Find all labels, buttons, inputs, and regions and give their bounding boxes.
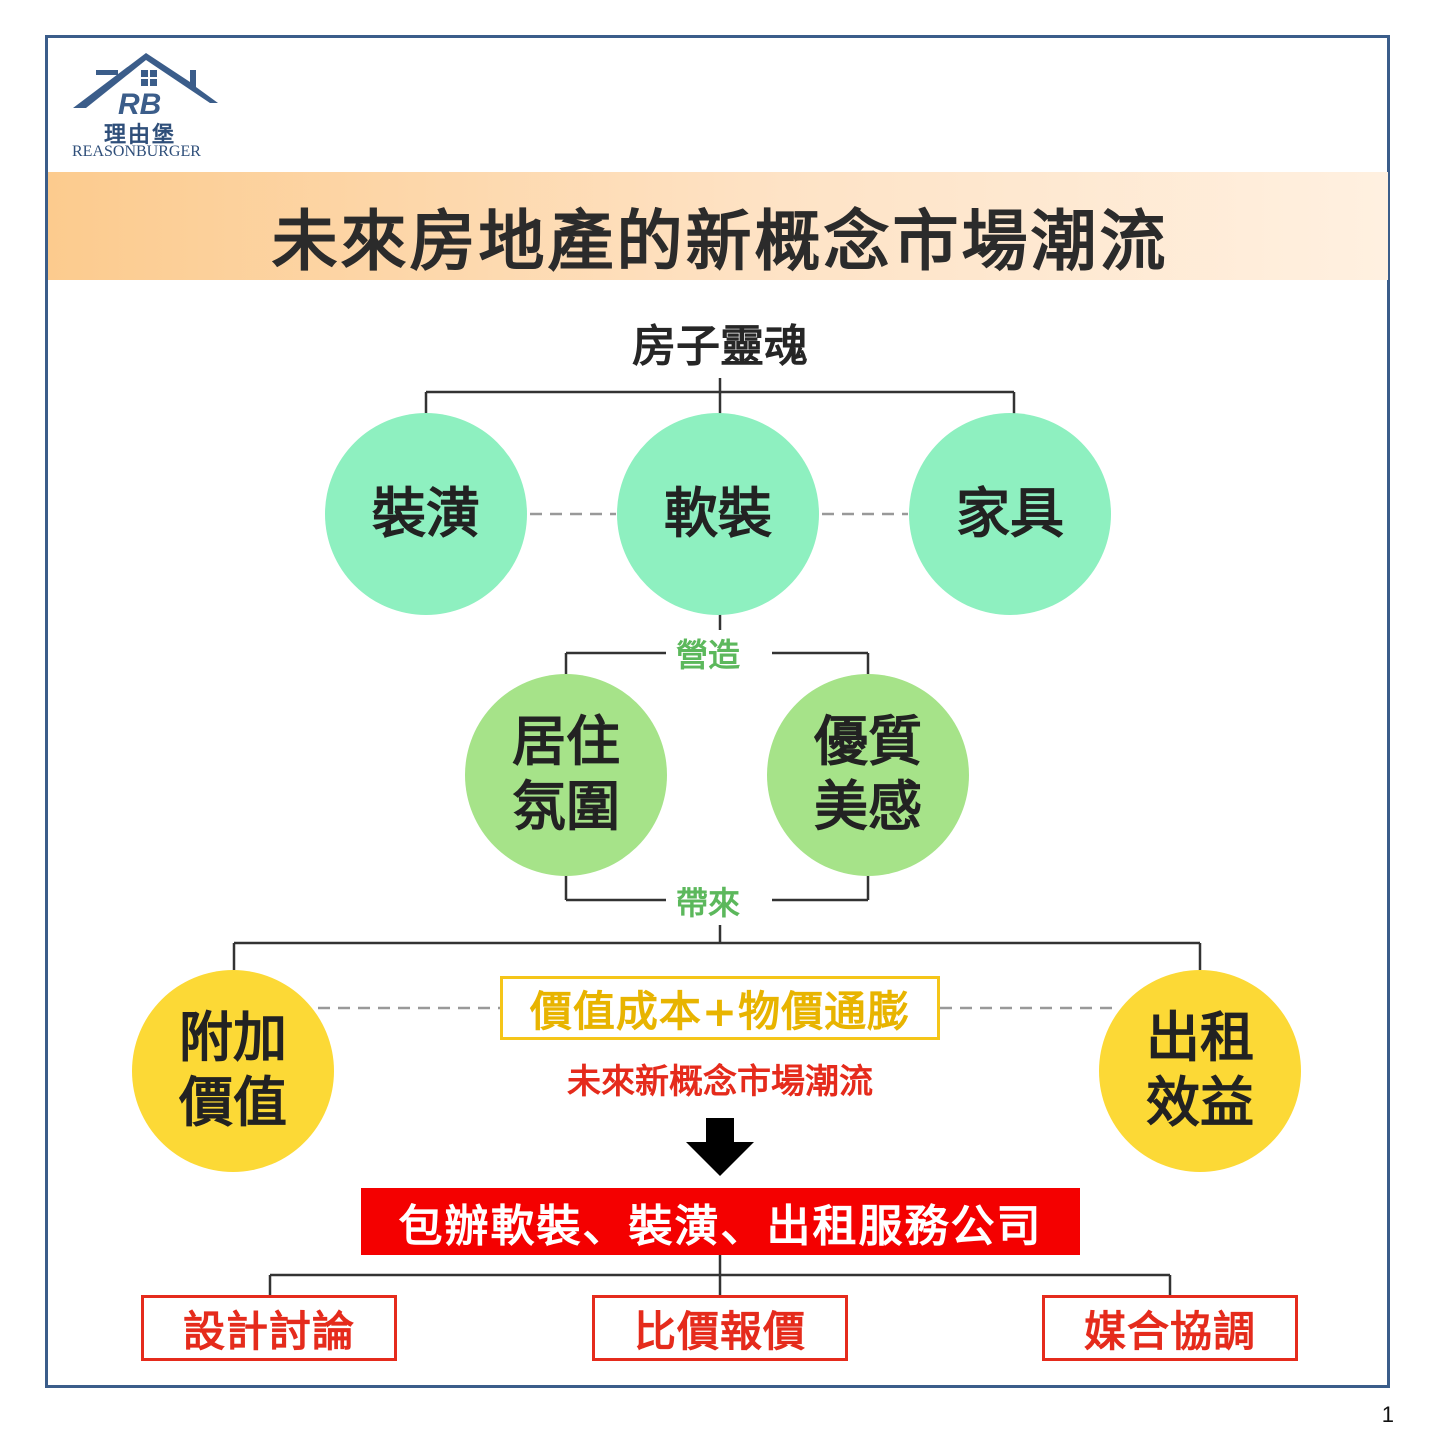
connector-create: 營造	[668, 630, 749, 676]
value-cost-box: 價值成本+物價通膨	[500, 976, 940, 1040]
node-quality-aesthetics-line1: 優質	[814, 710, 922, 774]
node-living-atmosphere-line1: 居住	[512, 710, 620, 774]
down-arrow-icon	[686, 1118, 754, 1176]
node-soft-furnishing: 軟裝	[617, 413, 819, 615]
page-title: 未來房地產的新概念市場潮流	[271, 203, 1169, 280]
root-label: 房子靈魂	[632, 321, 808, 372]
node-added-value-line1: 附加	[179, 1006, 287, 1070]
logo-mark: RB	[118, 88, 161, 121]
sub-service-design: 設計討論	[141, 1295, 397, 1361]
sub-service-quote: 比價報價	[592, 1295, 848, 1361]
logo-name-en: REASONBURGER	[72, 143, 201, 160]
node-rental-benefit-line1: 出租	[1146, 1006, 1254, 1070]
page-number: 1	[1381, 1402, 1394, 1427]
node-quality-aesthetics-line2: 美感	[814, 775, 922, 838]
node-added-value-line2: 價值	[179, 1071, 287, 1134]
trend-label: 未來新概念市場潮流	[567, 1062, 873, 1102]
node-renovation: 裝潢	[325, 413, 527, 615]
node-rental-benefit-line2: 效益	[1146, 1071, 1254, 1134]
node-added-value: 附加 價值	[132, 970, 334, 1172]
service-company-box: 包辦軟裝、裝潢、出租服務公司	[361, 1188, 1080, 1255]
logo-name-cn: 理由堡	[104, 122, 177, 148]
node-rental-benefit: 出租 效益	[1099, 970, 1301, 1172]
sub-service-matching: 媒合協調	[1042, 1295, 1298, 1361]
page-frame	[45, 35, 1390, 1388]
node-quality-aesthetics: 優質 美感	[767, 674, 969, 876]
title-banner	[48, 172, 1388, 280]
house-logo-icon: RB	[73, 53, 218, 121]
node-furniture: 家具	[909, 413, 1111, 615]
node-living-atmosphere-line2: 氛圍	[512, 775, 620, 838]
connector-bring: 帶來	[668, 878, 749, 924]
node-living-atmosphere: 居住 氛圍	[465, 674, 667, 876]
